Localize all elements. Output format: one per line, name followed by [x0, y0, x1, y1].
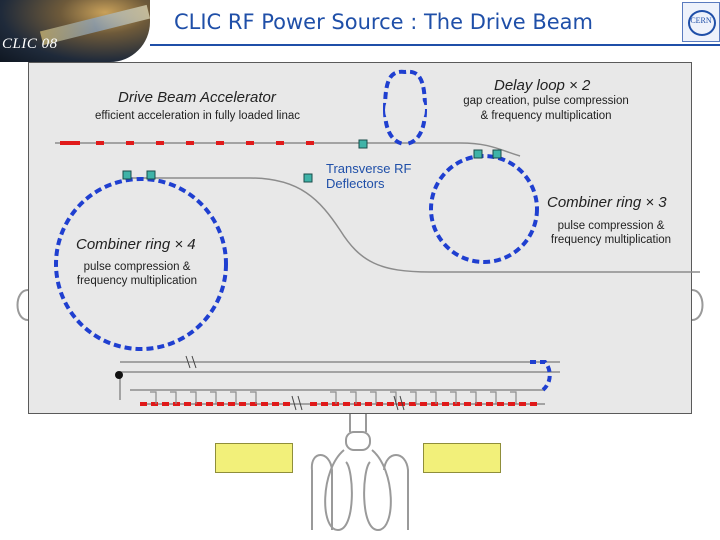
decelerator-turnarounds [150, 391, 517, 404]
delay-loop-label: Delay loop × 2 [494, 77, 591, 94]
transverse-rf-label-1: Transverse RF [326, 161, 412, 176]
yellow-box-right [423, 443, 501, 473]
yellow-box-left [215, 443, 293, 473]
delay-loop-sub-2: & frequency multiplication [480, 110, 612, 122]
return-arc [530, 360, 552, 394]
rf-deflectors [122, 139, 502, 183]
injector-dot [115, 371, 123, 379]
transverse-rf-label-2: Deflectors [326, 176, 385, 191]
combiner-ring-4 [54, 177, 228, 351]
diagram-panel [28, 62, 692, 414]
combiner-ring-4-label: Combiner ring × 4 [76, 236, 196, 253]
delay-loop-sub-1: gap creation, pulse compression [463, 95, 629, 107]
page-title: CLIC RF Power Source : The Drive Beam [174, 10, 594, 34]
header-photo [0, 0, 150, 62]
tunnel-outline [16, 289, 704, 532]
combiner-ring-4-sub-1: pulse compression & [83, 261, 191, 273]
header: CLIC 08 CLIC RF Power Source : The Drive… [0, 0, 720, 62]
combiner-ring-3-sub-2: frequency multiplication [550, 234, 672, 246]
drive-beam-accelerator-label: Drive Beam Accelerator [118, 89, 276, 106]
combiner-ring-3 [429, 154, 539, 264]
combiner-ring-3-sub-1: pulse compression & [557, 220, 665, 232]
header-rule [150, 44, 720, 46]
transfer-lines [55, 142, 700, 405]
cern-logo: CERN [682, 2, 720, 42]
clic-badge: CLIC 08 [2, 36, 58, 52]
drive-beam-accelerator-sub: efficient acceleration in fully loaded l… [95, 110, 300, 122]
delay-loop [383, 69, 427, 146]
combiner-ring-3-label: Combiner ring × 3 [547, 194, 667, 211]
delay-loop-gap [385, 90, 425, 130]
combiner-ring-4-sub-2: frequency multiplication [76, 275, 198, 287]
line-breaks [185, 355, 405, 411]
